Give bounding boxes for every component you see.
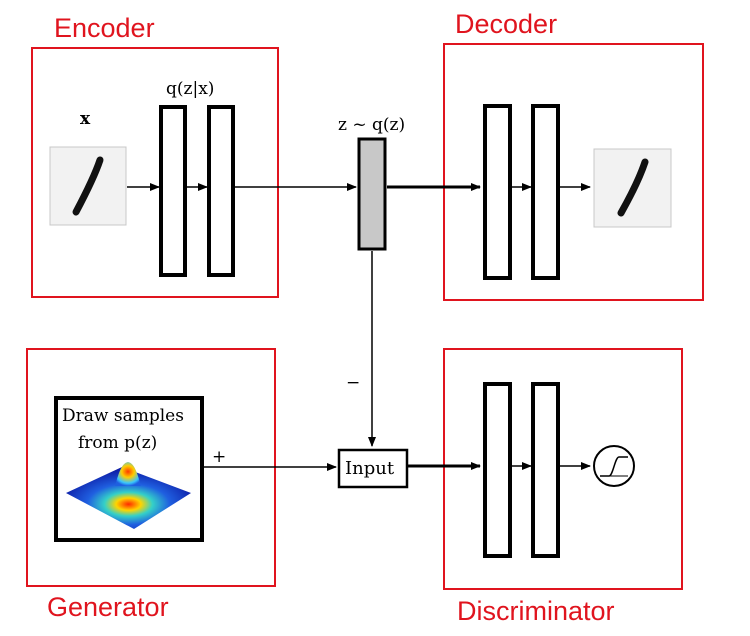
- sampler-text-line1: Draw samples: [62, 406, 184, 426]
- input-box: [337, 448, 409, 489]
- decoder-label: Decoder: [455, 9, 557, 39]
- z-sim-q-label: z ~ q(z): [338, 115, 405, 135]
- encoder-layer-2: [207, 105, 235, 277]
- decoder-layer-2: [531, 104, 560, 280]
- x-symbol: x: [80, 109, 91, 129]
- gaussian-surface-image: [66, 462, 191, 529]
- output-digit-image: [593, 148, 672, 228]
- sigmoid-icon: [593, 445, 635, 487]
- decoder-group: [443, 43, 704, 301]
- discriminator-group: [443, 348, 683, 590]
- generator-label: Generator: [47, 592, 169, 622]
- encoder-layer-1: [159, 105, 187, 277]
- discriminator-layer-2: [531, 382, 560, 558]
- q-z-given-x-label: q(z|x): [166, 79, 214, 99]
- discriminator-layer-1: [483, 382, 512, 558]
- discriminator-label: Discriminator: [457, 596, 615, 626]
- minus-sign: −: [346, 373, 360, 393]
- encoder-label: Encoder: [54, 13, 155, 43]
- encoder-group: [31, 47, 279, 298]
- plus-sign: +: [212, 447, 226, 467]
- latent-code: [357, 137, 387, 251]
- decoder-layer-1: [483, 104, 512, 280]
- sampler-text-line2: from p(z): [78, 433, 157, 453]
- input-label: Input: [345, 458, 395, 479]
- input-digit-image: [49, 146, 127, 226]
